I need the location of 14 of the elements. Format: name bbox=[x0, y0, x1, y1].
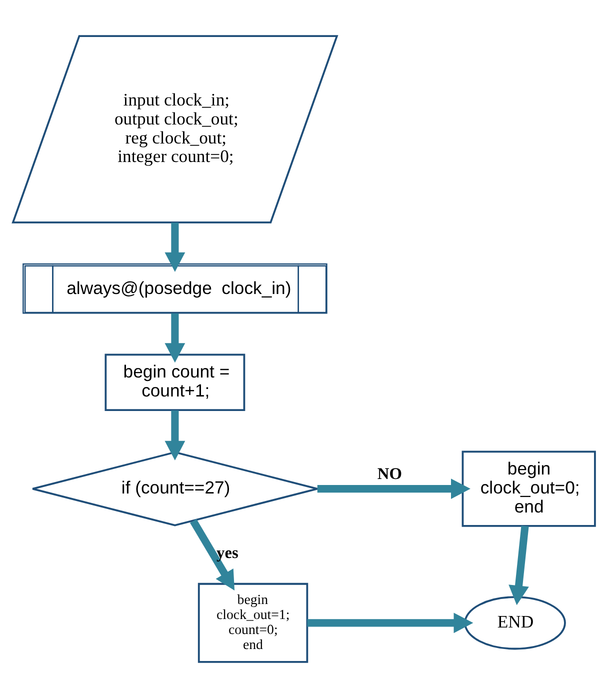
arrow bbox=[317, 478, 470, 498]
arrow bbox=[190, 518, 235, 590]
node-box: begin clock_out=0; end bbox=[462, 450, 596, 526]
arrow bbox=[508, 525, 529, 605]
arrow bbox=[164, 222, 186, 272]
arrow bbox=[307, 612, 474, 633]
node-box: begin count = count+1; bbox=[104, 353, 246, 411]
node-ellipse: END bbox=[464, 596, 566, 650]
edge-label: yes bbox=[216, 542, 238, 562]
arrow bbox=[164, 410, 186, 460]
edge-label: NO bbox=[377, 464, 402, 483]
node-diamond: if (count==27) bbox=[32, 450, 318, 526]
node-box: begin clock_out=1; count=0; end bbox=[198, 582, 308, 662]
arrow bbox=[164, 312, 186, 362]
